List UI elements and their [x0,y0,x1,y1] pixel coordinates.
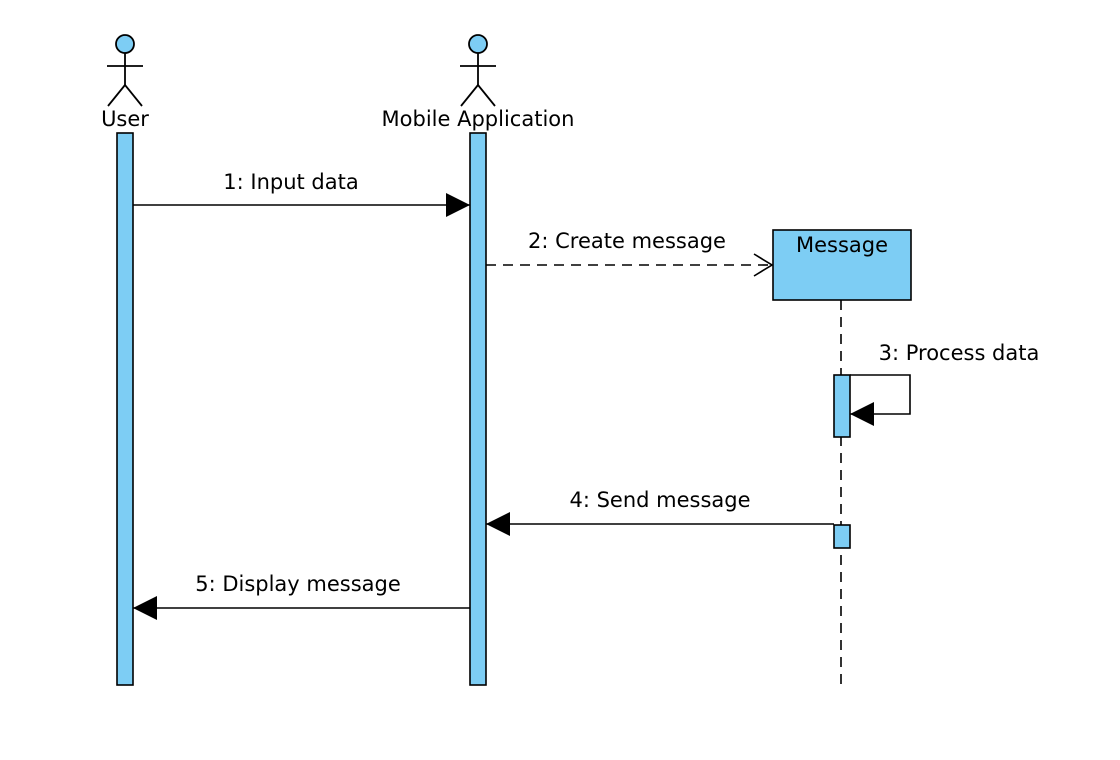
actor-mobile-application: Mobile Application [382,34,575,131]
message-2-create-message: 2: Create message [486,229,772,265]
actor-user: User [101,34,149,131]
object-message-label: Message [796,233,888,257]
message-4-send-message: 4: Send message [486,488,834,536]
message-1-label: 1: Input data [223,170,358,194]
message-5-label: 5: Display message [195,572,401,596]
activation-bar-user [116,132,134,686]
actor-mobile-application-label: Mobile Application [382,107,575,131]
message-3-arrow [850,374,911,426]
message-5-display-message: 5: Display message [133,572,470,620]
message-1-input-data: 1: Input data [133,170,470,217]
message-3-process-data: 3: Process data [850,341,1040,426]
message-4-label: 4: Send message [569,488,750,512]
activation-bar-message-process [833,374,851,438]
activation-bar-message-send [833,524,851,549]
object-message: Message [772,229,912,301]
actor-mobile-application-icon [460,34,496,107]
activation-bar-mobile-application [469,132,487,686]
message-2-label: 2: Create message [528,229,726,253]
actor-user-label: User [101,107,149,131]
actor-user-icon [107,34,143,107]
object-message-box [772,229,912,301]
message-3-label: 3: Process data [879,341,1040,365]
